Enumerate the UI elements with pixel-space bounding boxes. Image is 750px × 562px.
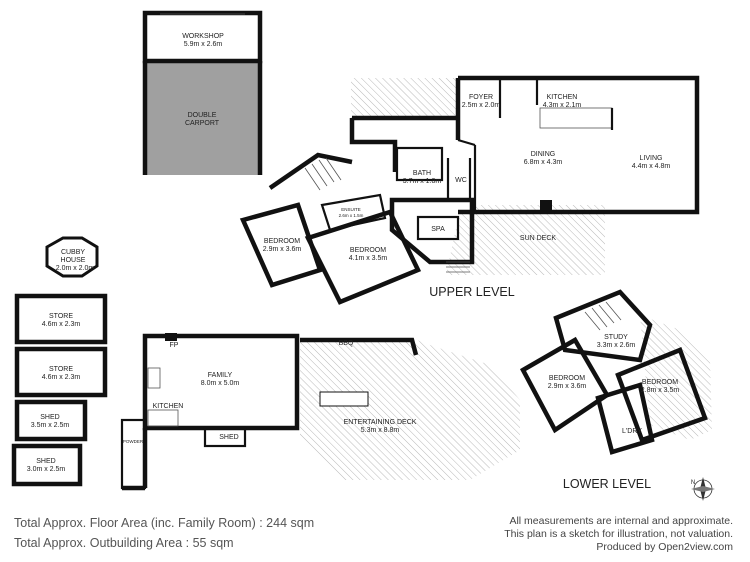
fp-name: FP <box>170 342 179 349</box>
bedroom-u1-name: BEDROOM <box>264 238 300 245</box>
shed1-dims: 3.5m x 2.5m <box>31 422 70 429</box>
bedroom-u1-dims: 2.9m x 3.6m <box>263 246 302 253</box>
dining-name: DINING <box>531 151 556 158</box>
workshop-dims: 5.9m x 2.6m <box>184 41 223 48</box>
study-dims: 3.3m x 2.6m <box>597 342 636 349</box>
shed-family-name: SHED <box>219 434 238 441</box>
bbq-name: BBQ <box>339 340 354 347</box>
entertaining-deck-dims: 5.3m x 8.8m <box>361 427 400 434</box>
outbuilding-cubby-house: CUBBY HOUSE 2.0m x 2.0m <box>45 236 99 278</box>
compass-north: N <box>691 480 695 486</box>
carport-area <box>145 62 260 175</box>
carport-name-2: CARPORT <box>185 120 220 127</box>
floor-area-total: Total Approx. Floor Area (inc. Family Ro… <box>14 516 315 530</box>
living-name: LIVING <box>640 155 663 162</box>
compass-icon: N <box>691 477 715 501</box>
shed1-name: SHED <box>40 414 59 421</box>
kitchen-lower-name: KITCHEN <box>153 403 184 410</box>
family-room-plan: FP BBQ FAMILY 8.0m x 5.0m KITCHEN POWDER… <box>120 333 520 491</box>
ldry-name: L'DRY <box>622 428 642 435</box>
cubby-name-1: CUBBY <box>61 249 85 256</box>
shed2-name: SHED <box>36 458 55 465</box>
upper-level-title: UPPER LEVEL <box>429 285 515 299</box>
disclaimer-line-3: Produced by Open2view.com <box>596 541 733 553</box>
family-name: FAMILY <box>208 372 233 379</box>
dining-dims: 6.8m x 4.3m <box>524 159 563 166</box>
sun-deck-name: SUN DECK <box>520 235 557 242</box>
bedroom-l2-name: BEDROOM <box>642 379 678 386</box>
disclaimer-line-2: This plan is a sketch for illustration, … <box>504 528 733 540</box>
wc-name: WC <box>455 177 467 184</box>
cubby-dims: 2.0m x 2.0m <box>56 265 95 272</box>
foyer-dims: 2.5m x 2.0m <box>462 102 501 109</box>
store1-dims: 4.6m x 2.3m <box>42 321 81 328</box>
store2-dims: 4.6m x 2.3m <box>42 374 81 381</box>
foyer-name: FOYER <box>469 94 493 101</box>
bedroom-u2-name: BEDROOM <box>350 247 386 254</box>
disclaimer-line-1: All measurements are internal and approx… <box>509 515 733 527</box>
cubby-name-2: HOUSE <box>61 257 86 264</box>
store2-name: STORE <box>49 366 73 373</box>
disclaimer: All measurements are internal and approx… <box>504 515 733 554</box>
ensuite-name: ENSUITE <box>341 207 361 212</box>
workshop-room <box>142 10 263 64</box>
spa-name: SPA <box>431 226 445 233</box>
shed2-dims: 3.0m x 2.5m <box>27 466 66 473</box>
bath-dims: 3.7m x 1.8m <box>403 178 442 185</box>
bath-name: BATH <box>413 170 431 177</box>
outbuilding-workshop-carport: WORKSHOP 5.9m x 2.6m DOUBLE CARPORT <box>142 10 263 175</box>
lower-level-plan: STUDY 3.3m x 2.6m BEDROOM 2.9m x 3.6m BE… <box>519 289 712 491</box>
lower-level-title: LOWER LEVEL <box>563 477 651 491</box>
study-name: STUDY <box>604 334 628 341</box>
kitchen-upper-name: KITCHEN <box>547 94 578 101</box>
bedroom-l2-dims: 2.8m x 3.5m <box>641 387 680 394</box>
kitchen-upper-dims: 4.3m x 2.1m <box>543 102 582 109</box>
bedroom-u2-dims: 4.1m x 3.5m <box>349 255 388 262</box>
ensuite-dims: 2.6m x 1.5m <box>339 213 364 218</box>
living-dims: 4.4m x 4.8m <box>632 163 671 170</box>
bedroom-l1-dims: 2.9m x 3.6m <box>548 383 587 390</box>
entertaining-deck-name: ENTERTAINING DECK <box>344 419 417 426</box>
store1-name: STORE <box>49 313 73 320</box>
family-dims: 8.0m x 5.0m <box>201 380 240 387</box>
outbuilding-stores: STORE 4.6m x 2.3m STORE 4.6m x 2.3m SHED… <box>11 293 108 487</box>
upper-level-plan: FOYER 2.5m x 2.0m KITCHEN 4.3m x 2.1m DI… <box>239 75 700 305</box>
bedroom-l1-name: BEDROOM <box>549 375 585 382</box>
outbuilding-area-total: Total Approx. Outbuilding Area : 55 sqm <box>14 536 234 550</box>
powder-name: POWDER <box>123 439 144 444</box>
workshop-name: WORKSHOP <box>182 33 224 40</box>
carport-name-1: DOUBLE <box>188 112 217 119</box>
